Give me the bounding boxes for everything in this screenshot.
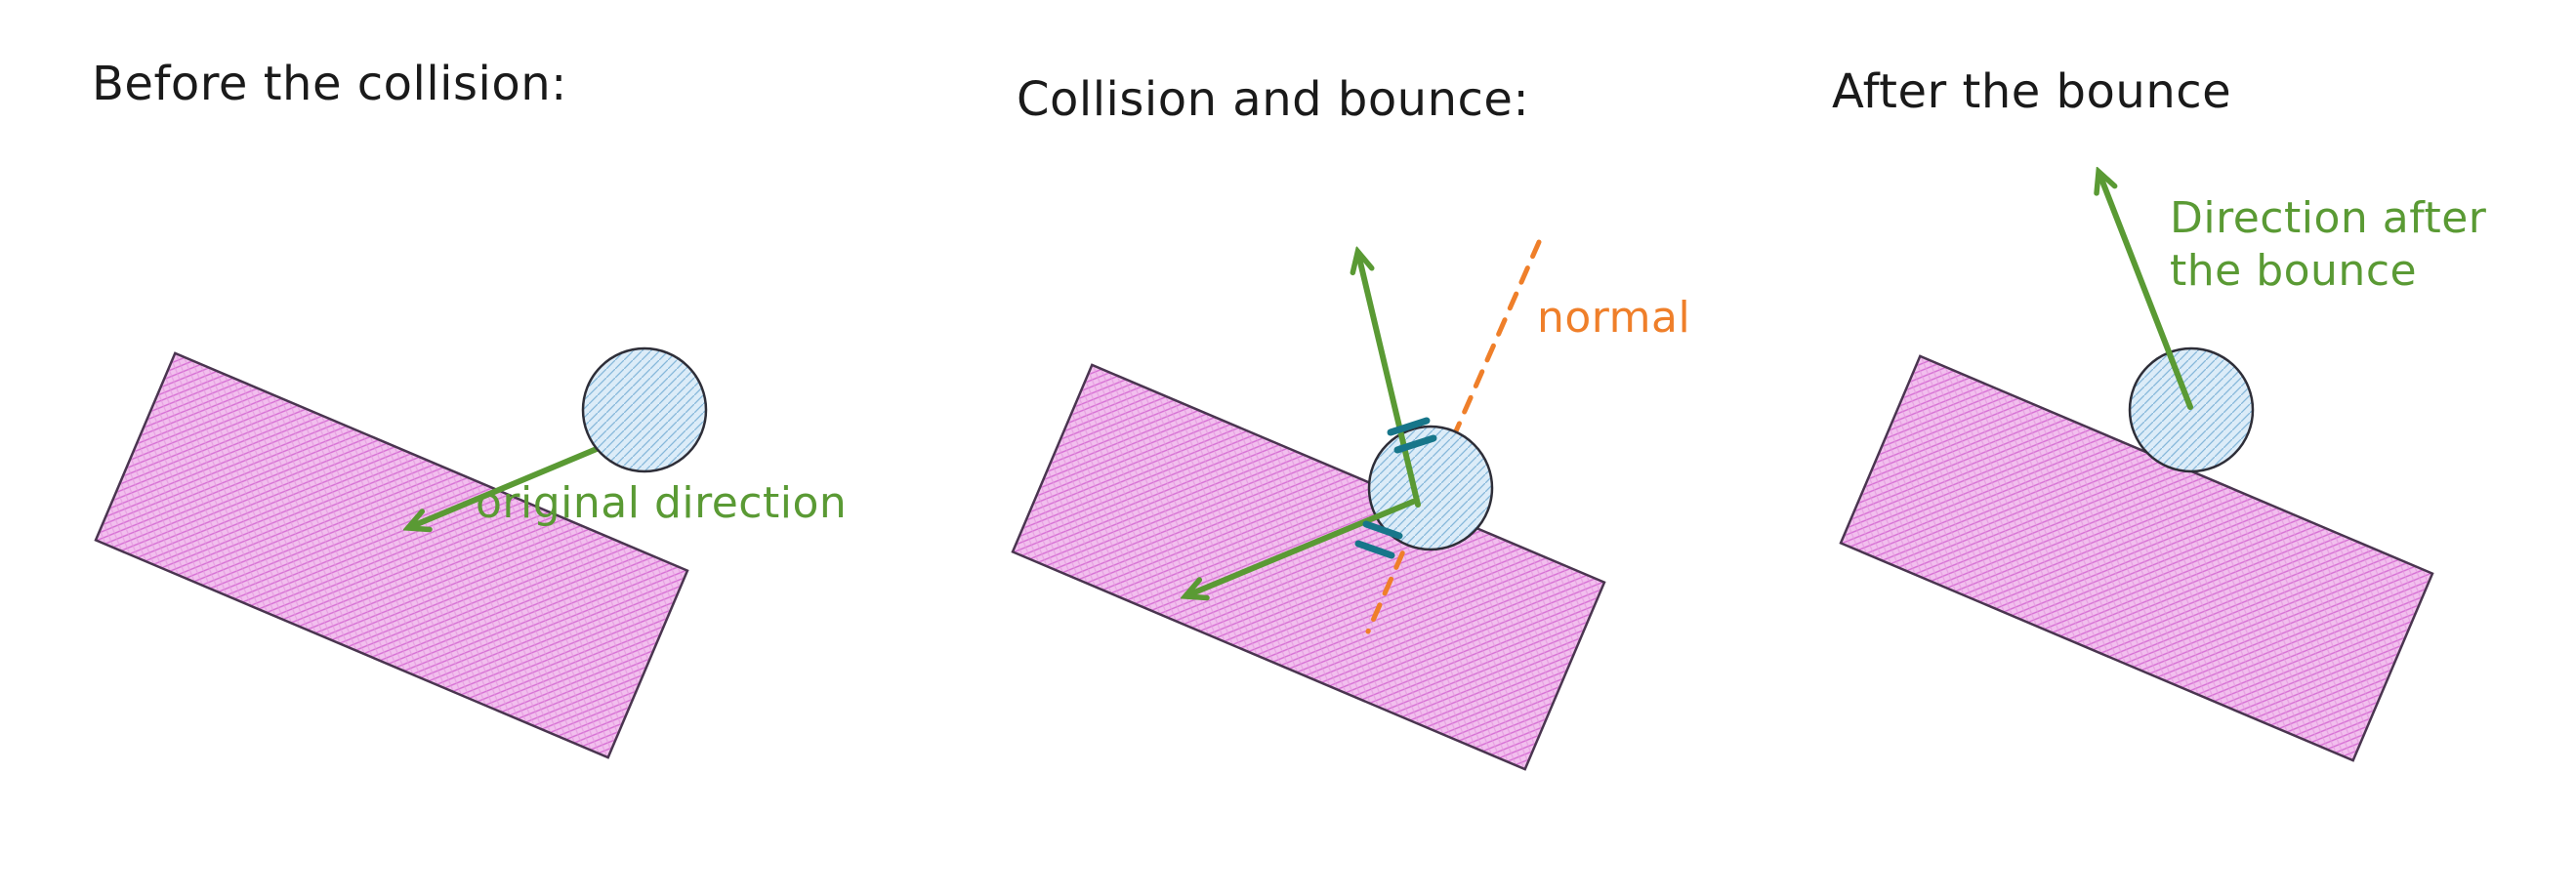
angle-mark-incident-1: [1362, 520, 1403, 540]
panel-before: Before the collision: original direction: [92, 57, 847, 759]
angle-mark-reflected-2: [1393, 434, 1437, 454]
original-direction-label: original direction: [476, 478, 847, 528]
original-direction-arrow: [410, 438, 618, 527]
ball: [581, 346, 708, 473]
ball: [1367, 425, 1494, 551]
surface-rect: [1011, 363, 1606, 771]
normal-label: normal: [1537, 293, 1690, 343]
angle-mark-reflected-1: [1387, 417, 1431, 436]
incoming-direction-arrow: [1187, 499, 1416, 595]
panel-collision-title: Collision and bounce:: [1017, 72, 1529, 127]
panel-before-title: Before the collision:: [92, 57, 567, 111]
after-bounce-label-line2: the bounce: [2170, 246, 2417, 296]
angle-mark-incident-2: [1354, 540, 1395, 559]
bounce-direction-arrow: [1358, 254, 1421, 508]
equal-angle-marks: [1354, 417, 1437, 559]
ball: [2128, 346, 2255, 473]
after-bounce-arrow: [2099, 174, 2193, 410]
panel-collision: Collision and bounce: normal: [1011, 72, 1690, 771]
surface-rect: [94, 351, 689, 759]
panel-after: After the bounce Direction after the bou…: [1832, 64, 2487, 762]
after-bounce-label-line1: Direction after: [2170, 193, 2487, 243]
panel-after-title: After the bounce: [1832, 64, 2231, 119]
